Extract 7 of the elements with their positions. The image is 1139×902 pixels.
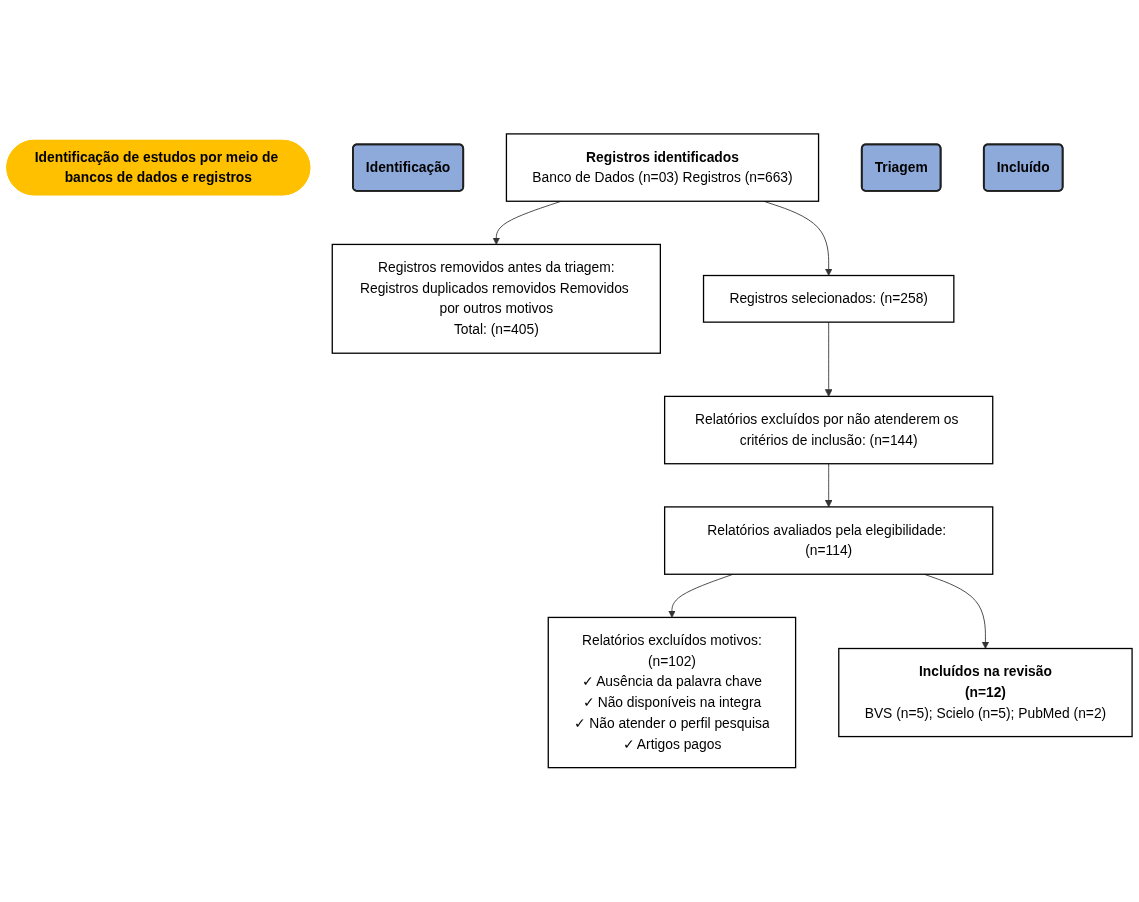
node-box: Relatórios excluídos motivos: (n=102) ✓ Ausência da palavra chave ✓ Não disponíveis na integra ✓ Não atender o perfil pesquisa ✓ Artigos pagos — [547, 617, 797, 769]
node-box: Registros removidos antes da triagem: Registros duplicados removidos Removidos por outros motivos Total: (n=405) — [331, 244, 661, 355]
node-box: Registros selecionados: (n=258) — [702, 275, 955, 323]
node-box: Incluídos na revisão (n=12) BVS (n=5); Scielo (n=5); PubMed (n=2) — [838, 648, 1133, 738]
node-box: Registros identificados Banco de Dados (n=03) Registros (n=663) — [505, 133, 820, 203]
node-box: Relatórios excluídos por não atenderem os critérios de inclusão: (n=144) — [664, 395, 994, 465]
node-box: Relatórios avaliados pela elegibilidade: (n=114) — [664, 506, 994, 576]
